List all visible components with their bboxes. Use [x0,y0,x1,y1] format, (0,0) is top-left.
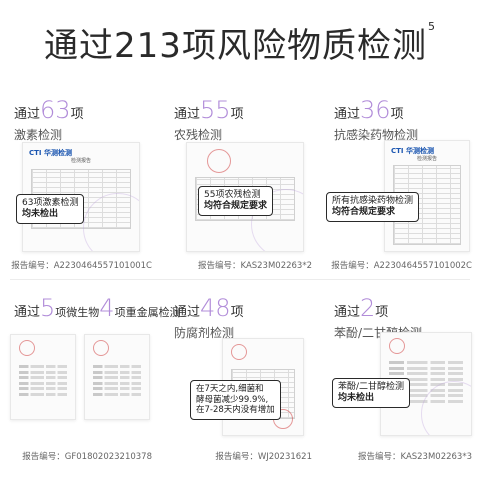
card-subtitle: 防腐剂检测 [174,326,235,340]
report-number: 报告编号：KAS23M02263*2 [198,261,312,271]
report-document-image [84,334,150,420]
document-header: 检测报告 [70,158,91,164]
lab-logo: CTI 华测检测 [29,149,72,157]
lab-logo: CTI 华测检测 [391,147,434,155]
report-number: 报告编号：A2230464557101001C [11,261,152,271]
card-microbe-heavy-metal: 通过5项微生物4项重金属检测 报告编号：GF01802023210378 [0,280,181,475]
result-callout: 所有抗感染药物检测 均符合规定要求 [326,192,420,222]
card-preservative: 通过48项 防腐剂检测 在7天之内,细菌和 酵母菌减少99.9%, 在7-28天… [160,280,320,475]
report-number: 报告编号：A2230464557101002C [331,261,472,271]
report-document-image [10,334,76,420]
footnote-marker: 5 [427,20,436,33]
card-pesticide: 通过55项 农残检测 55项农残检测 均符合规定要求 报告编号：KAS23M02… [160,82,320,277]
card-heading: 通过36项 [334,96,404,124]
card-subtitle: 农残检测 [174,128,223,142]
card-heading: 通过2项 [334,294,389,322]
result-callout: 苯酚/二甘醇检测 均未检出 [332,378,411,408]
card-heading: 通过55项 [174,96,244,124]
result-callout: 55项农残检测 均符合规定要求 [198,186,274,216]
result-callout: 在7天之内,细菌和 酵母菌减少99.9%, 在7-28天内没有增加 [190,380,281,420]
card-subtitle: 抗感染药物检测 [334,128,419,142]
row-divider [10,279,470,280]
card-heading: 通过48项 [174,294,244,322]
card-heading: 通过5项微生物4项重金属检测 [14,294,181,322]
card-subtitle: 激素检测 [14,128,63,142]
card-phenol-deg: 通过2项 苯酚/二甘醇检测 苯酚/二甘醇检测 均未检出 报告编号：KAS23M0… [320,280,480,475]
result-callout: 63项激素检测 均未检出 [16,194,85,224]
document-header: 检测报告 [416,156,437,162]
report-number: 报告编号：KAS23M02263*3 [358,452,472,462]
report-number: 报告编号：WJ20231621 [215,452,312,462]
card-hormone: 通过63项 激素检测 CTI 华测检测 检测报告 63项激素检测 均未检出 报告… [0,82,160,277]
report-number: 报告编号：GF01802023210378 [22,452,152,462]
card-heading: 通过63项 [14,96,84,124]
page-title: 通过213项风险物质检测5 [44,20,436,66]
card-anti-infective: 通过36项 抗感染药物检测 CTI 华测检测 检测报告 所有抗感染药物检测 均符… [320,82,480,277]
